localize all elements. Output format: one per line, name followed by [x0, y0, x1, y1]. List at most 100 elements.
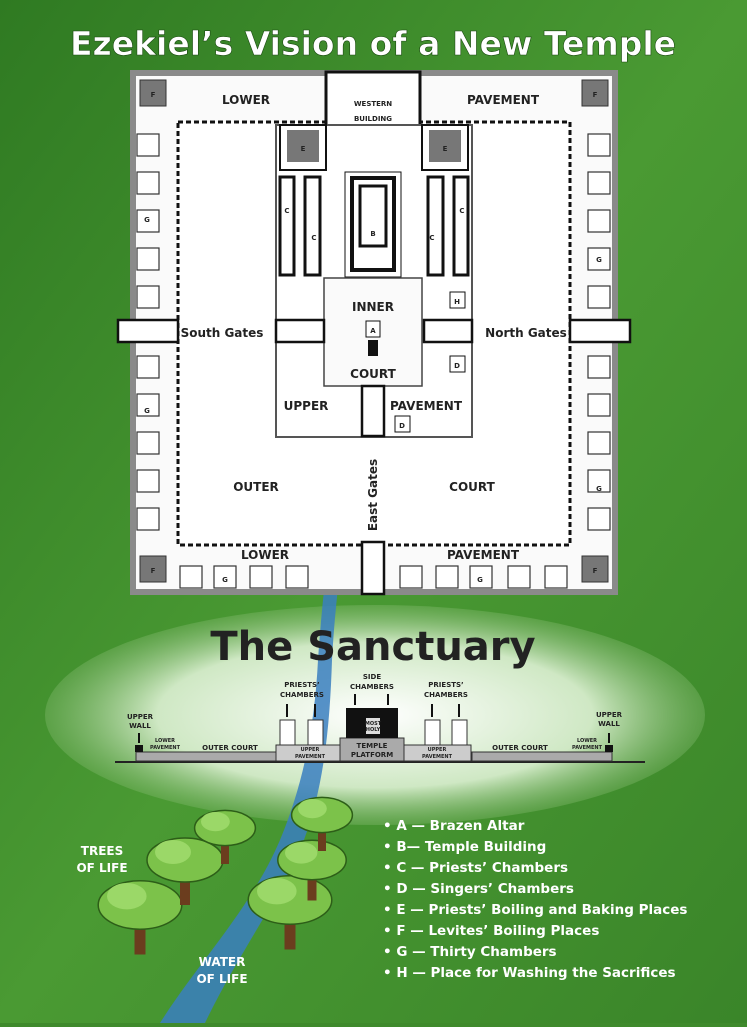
priests-chambers-label: PRIESTS’ — [428, 681, 463, 689]
chamber-g — [136, 393, 160, 417]
chamber-g — [587, 209, 611, 233]
pavement-label-top: PAVEMENT — [467, 93, 540, 107]
south-outer-gate — [116, 318, 180, 344]
letter-f: F — [151, 567, 156, 575]
chamber-g — [587, 355, 611, 379]
upper-wall-label: UPPER — [127, 713, 154, 721]
priests-chamber-c — [426, 175, 445, 277]
holy-place — [358, 184, 388, 248]
upper-pavement-label: PAVEMENT — [295, 754, 326, 760]
legend-item: • H — Place for Washing the Sacrifices — [383, 965, 676, 981]
water-of-life-label: WATER — [199, 955, 246, 969]
most-holy-label: MOST — [365, 721, 382, 727]
chamber-g — [179, 565, 203, 589]
chamber-g — [544, 565, 568, 589]
legend-item: • F — Levites’ Boiling Places — [383, 923, 599, 939]
washing-place-h — [449, 291, 466, 309]
east-outer-gate — [360, 540, 386, 596]
singers-chamber-d — [394, 415, 411, 433]
legend-item: • D — Singers’ Chambers — [383, 881, 574, 897]
priests-chamber-c — [452, 175, 470, 277]
upper-pavement-label: PAVEMENT — [422, 754, 453, 760]
priests-chambers-label: PRIESTS’ — [284, 681, 319, 689]
upper-pavement-label: UPPER — [428, 747, 447, 753]
letter-f: F — [593, 91, 598, 99]
chamber-g — [249, 565, 273, 589]
letter-g: G — [144, 407, 150, 415]
chamber-g — [136, 247, 160, 271]
north-outer-gate — [568, 318, 632, 344]
court-label: COURT — [449, 480, 495, 494]
legend-item: • E — Priests’ Boiling and Baking Places — [383, 902, 687, 918]
outer-court-label: OUTER COURT — [492, 744, 548, 752]
letter-f: F — [593, 567, 598, 575]
water-of-life-river — [160, 272, 366, 1023]
priests-chambers-block — [307, 719, 324, 746]
upper-pavement-label: UPPER — [301, 747, 320, 753]
lower-pavement-label: PAVEMENT — [572, 745, 603, 751]
upper-pavement-label: PAVEMENT — [390, 399, 463, 413]
chamber-g — [213, 565, 237, 589]
building-label: BUILDING — [354, 115, 392, 123]
levites-boiling-place-f — [139, 79, 167, 107]
brazen-altar-a — [365, 320, 381, 338]
levites-boiling-place-f — [581, 79, 609, 107]
letter-c: C — [429, 234, 434, 242]
chamber-g — [136, 469, 160, 493]
levites-boiling-place-f — [139, 555, 167, 583]
upper-wall-label: UPPER — [596, 711, 623, 719]
south-gates-label: South Gates — [181, 326, 264, 340]
tree-icon — [97, 880, 183, 955]
chamber-g — [587, 247, 611, 271]
upper-wall-right — [605, 745, 613, 752]
priests-chambers-block — [424, 719, 441, 746]
letter-g: G — [222, 576, 228, 584]
chamber-g — [136, 431, 160, 455]
upper-wall-left — [135, 745, 143, 752]
outer-court-right — [471, 751, 613, 762]
east-inner-gate — [360, 384, 386, 438]
priests-chambers-block — [451, 719, 468, 746]
north-inner-gate — [422, 318, 474, 344]
letter-f: F — [151, 91, 156, 99]
chamber-g — [587, 133, 611, 157]
pavement-label-bottom: PAVEMENT — [447, 548, 520, 562]
chamber-g — [435, 565, 459, 589]
letter-g: G — [477, 576, 483, 584]
north-gates-label: North Gates — [485, 326, 567, 340]
letter-g: G — [596, 485, 602, 493]
side-chambers-label: CHAMBERS — [350, 683, 394, 691]
letter-e: E — [443, 145, 448, 153]
tree-icon — [146, 837, 224, 905]
chamber-g — [507, 565, 531, 589]
chamber-g — [136, 285, 160, 309]
letter-e: E — [301, 145, 306, 153]
boiling-place-e — [287, 130, 319, 162]
chamber-g — [587, 393, 611, 417]
legend-item: • C — Priests’ Chambers — [383, 860, 568, 876]
letter-c: C — [284, 207, 289, 215]
sanctuary-elevation: UPPER WALL UPPER WALL LOWER PAVEMENT LOW… — [115, 673, 645, 763]
letter-a: A — [370, 327, 376, 335]
letter-g: G — [144, 216, 150, 224]
boiling-place-e — [429, 130, 461, 162]
trees-of-life-label: TREES — [81, 844, 123, 858]
outer-label: OUTER — [233, 480, 279, 494]
lower-pavement-label: LOWER — [577, 738, 597, 744]
south-inner-gate — [274, 318, 326, 344]
outer-court-left — [135, 751, 277, 762]
singers-chamber-d — [449, 355, 466, 373]
letter-c: C — [311, 234, 316, 242]
trees-of-life-label: OF LIFE — [76, 861, 127, 875]
letter-c: C — [459, 207, 464, 215]
sanctuary-title: The Sanctuary — [210, 624, 535, 670]
chamber-g — [136, 171, 160, 195]
chamber-g — [136, 133, 160, 157]
chamber-g — [587, 469, 611, 493]
chamber-g — [136, 355, 160, 379]
letter-h: H — [454, 298, 460, 306]
east-gates-label: East Gates — [366, 459, 380, 531]
letter-b: B — [370, 230, 375, 238]
